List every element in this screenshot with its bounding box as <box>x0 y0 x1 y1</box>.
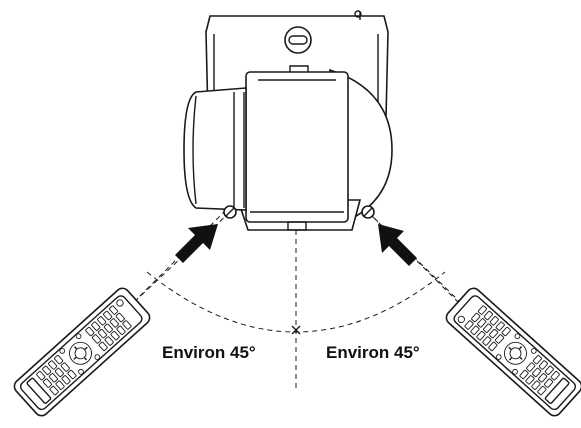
projector <box>183 10 393 231</box>
arc-center-mark <box>291 325 301 335</box>
angle-arc <box>146 271 446 333</box>
left-arrow <box>175 224 218 263</box>
projector-lens-housing <box>183 87 247 211</box>
left-angle-label: Environ 45° <box>162 343 256 362</box>
right-angle-label: Environ 45° <box>326 343 420 362</box>
left-ir-sensor-mark <box>225 207 235 217</box>
projector-top-button-slot <box>288 35 308 45</box>
right-remote-control <box>442 284 581 420</box>
projector-back-screw <box>354 10 362 18</box>
projector-body-edges <box>250 65 344 213</box>
right-arrow <box>378 224 417 266</box>
projector-main-body <box>245 71 349 223</box>
left-remote-control <box>10 284 154 420</box>
projector-top-button <box>284 26 312 54</box>
projector-foot <box>287 221 307 231</box>
projector-lens-ring <box>192 92 245 208</box>
right-ir-sensor-mark <box>363 207 373 217</box>
